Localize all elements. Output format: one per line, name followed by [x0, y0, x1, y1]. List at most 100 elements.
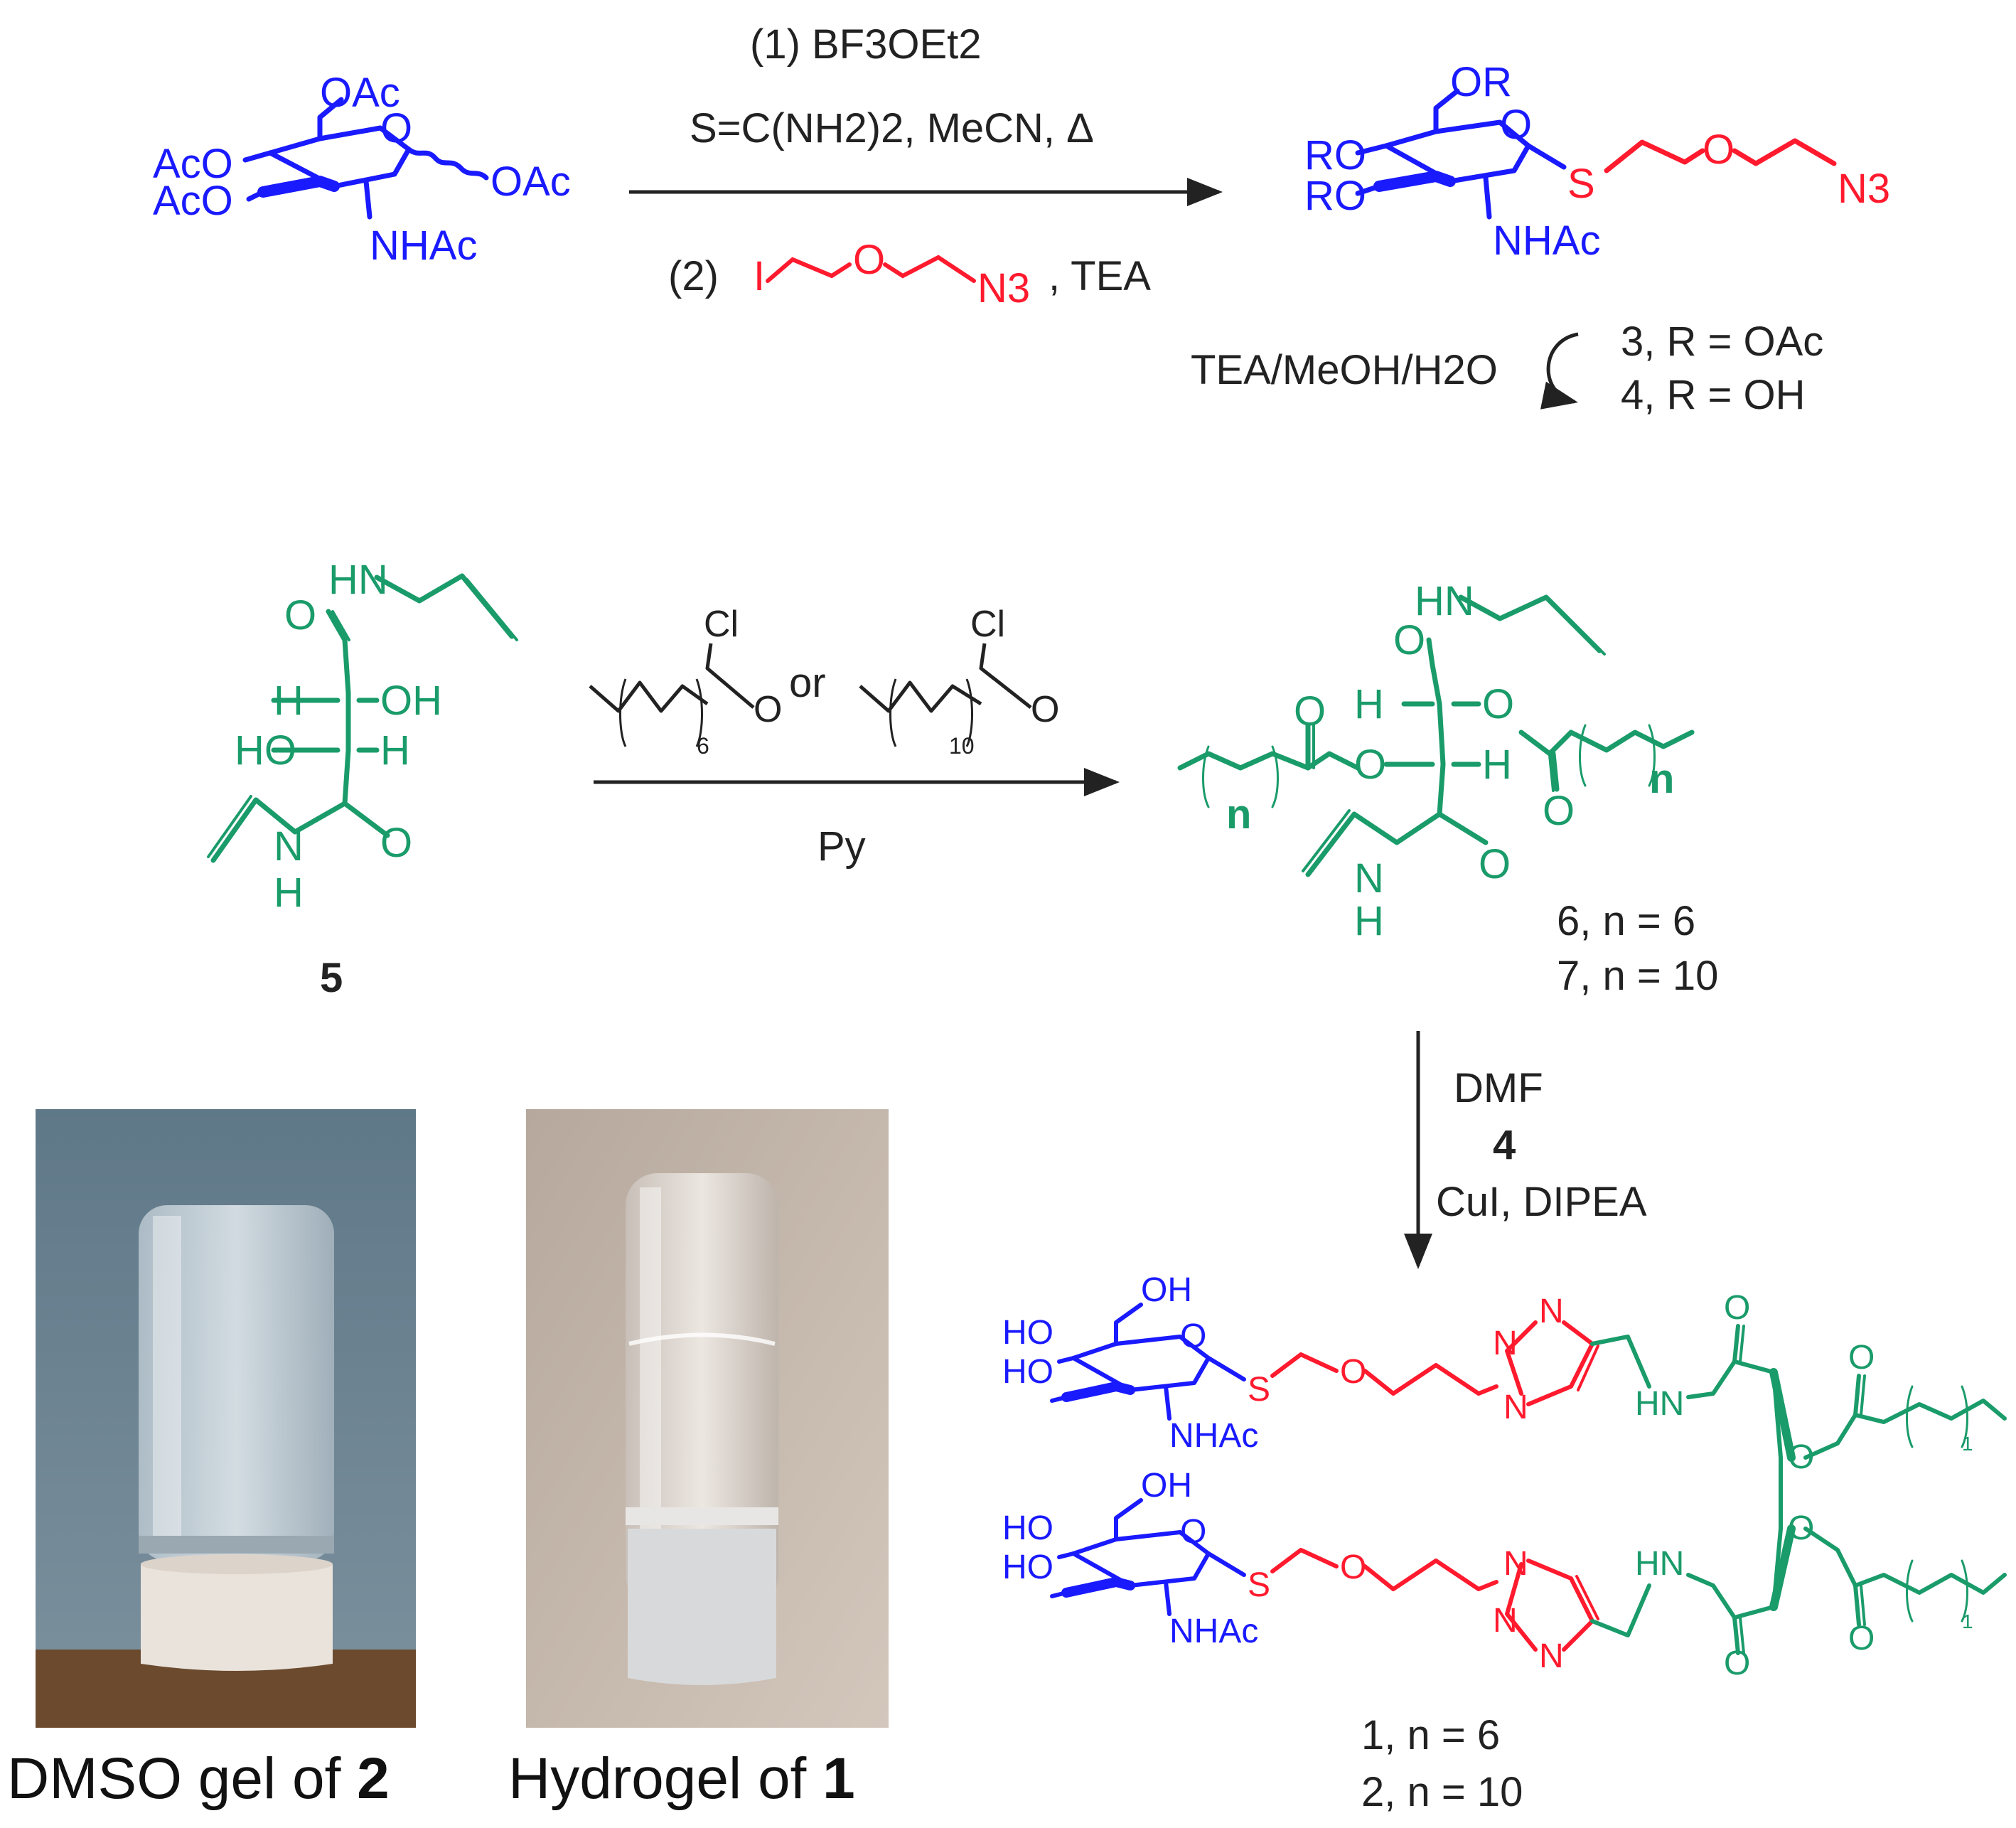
triazole-n-2b: N	[1493, 1602, 1518, 1640]
h1: H	[274, 678, 304, 724]
step4-conditions: DMF 4 CuI, DIPEA	[1436, 1065, 1647, 1225]
o-ester-2: O	[1788, 1509, 1814, 1547]
ring-oxygen: O	[1500, 102, 1532, 148]
sub-2: 1	[1962, 1610, 1973, 1632]
hn-1: HN	[1635, 1385, 1684, 1423]
aco-1: AcO	[153, 141, 233, 187]
compound-number: 2	[357, 1746, 390, 1811]
oh1: OH	[380, 678, 442, 724]
cl-2: Cl	[970, 604, 1005, 645]
o-carbonyl1: O	[1294, 688, 1326, 734]
label-compound-4: 4, R = OH	[1621, 372, 1805, 418]
triazole-n-1c: N	[1539, 1293, 1564, 1330]
triazole-n-1b: N	[1493, 1325, 1518, 1362]
o-ester2: O	[1354, 742, 1386, 788]
label-compound-5: 5	[320, 955, 343, 1001]
hydrogel-vial-icon	[526, 1109, 889, 1728]
triazole-n-2a: N	[1503, 1545, 1528, 1583]
o-amide-2: O	[1724, 1645, 1750, 1682]
iodo-azide-reagent: I O N3	[754, 237, 1030, 311]
caption-dmso-gel: DMSO gel of 2	[7, 1746, 390, 1811]
step1-line3-prefix: (2)	[668, 253, 719, 299]
o-amide: O	[1393, 617, 1425, 663]
final-numbering: 1, n = 6 2, n = 10	[1361, 1712, 1523, 1815]
sub-1: 1	[1962, 1433, 1973, 1455]
starting-sugar-peracetate	[242, 97, 489, 220]
azido-thioglycoside-product	[1355, 88, 1837, 220]
h-bottom: H	[1354, 898, 1384, 944]
label-compound-7: 7, n = 10	[1557, 953, 1718, 999]
ho-2a: HO	[1002, 1509, 1053, 1547]
ho-2b: HO	[1002, 1549, 1053, 1586]
o-2: O	[1340, 1549, 1366, 1586]
hn-2: HN	[1635, 1545, 1684, 1583]
ring-o-2: O	[1180, 1513, 1206, 1551]
o-amide2: O	[1479, 841, 1511, 887]
final-upper-arm	[1050, 1303, 2007, 1462]
iodide-n3: N3	[977, 265, 1030, 311]
o-bottom: O	[380, 820, 412, 866]
compound-67-structure	[1177, 594, 1695, 877]
o-top: O	[284, 592, 316, 638]
h2: H	[1482, 742, 1512, 788]
label-compound-6: 6, n = 6	[1557, 898, 1695, 944]
label-compound-1: 1, n = 6	[1361, 1712, 1500, 1758]
sulfur: S	[1567, 161, 1595, 207]
compound-67-numbering: 6, n = 6 7, n = 10	[1557, 898, 1718, 999]
iodide-o: O	[853, 237, 885, 283]
ring-oxygen: O	[380, 105, 412, 151]
nhac: NHAc	[1493, 218, 1600, 264]
acyl-chloride-reagents	[589, 643, 1032, 747]
final-lower-arm	[1050, 1455, 2007, 1655]
o-2: O	[1031, 689, 1059, 730]
h2: H	[380, 727, 410, 774]
step4-reactant: 4	[1493, 1122, 1516, 1168]
starting-sugar-labels: OAc AcO AcO O OAc NHAc	[153, 70, 571, 269]
nhac-1: NHAc	[1169, 1417, 1258, 1455]
compound-67-labels: HN O H O O O O H n n N H O	[1226, 578, 1674, 944]
compound-5-labels: HN O H OH HO H N H O	[235, 557, 442, 916]
final-upper-labels: OH HO HO O NHAc S O N N N HN O O O 1	[1002, 1271, 1973, 1476]
o-carbonyl-1: O	[1848, 1339, 1875, 1377]
aco-2: AcO	[153, 178, 233, 224]
step1-line3-suffix: , TEA	[1049, 253, 1151, 299]
n-bottom: N	[274, 823, 304, 870]
o-ester1: O	[1482, 681, 1514, 727]
photo-dmso-gel	[36, 1109, 416, 1728]
photo-hydrogel	[526, 1109, 889, 1728]
sub-2: 10	[949, 733, 975, 759]
ether-oxygen: O	[1703, 127, 1734, 173]
iodide-i: I	[754, 253, 765, 299]
n-right: n	[1649, 756, 1674, 802]
step2-conditions: TEA/MeOH/H2O 3, R = OAc 4, R = OH	[1191, 319, 1823, 418]
step4-catalyst: CuI, DIPEA	[1436, 1179, 1647, 1225]
ho-1b: HO	[1002, 1353, 1053, 1391]
or-word: or	[789, 660, 826, 706]
ho-1a: HO	[1002, 1314, 1053, 1352]
arrow-deprotection	[1540, 332, 1579, 410]
o-1: O	[1340, 1353, 1366, 1391]
step4-solvent: DMF	[1454, 1065, 1543, 1111]
final-lower-labels: OH HO HO O NHAc S O N N N HN O O O 1	[1002, 1467, 1973, 1682]
o-carbonyl-2: O	[1848, 1620, 1875, 1657]
ring-o-1: O	[1180, 1317, 1206, 1355]
s-2: S	[1248, 1566, 1270, 1604]
oh-1: OH	[1141, 1271, 1192, 1309]
dmso-gel-vial-icon	[36, 1109, 416, 1728]
o-ester-1: O	[1788, 1438, 1814, 1476]
caption-hydrogel: Hydrogel of 1	[508, 1746, 855, 1811]
o-1: O	[754, 689, 782, 730]
nhac: NHAc	[370, 223, 477, 269]
n-left: n	[1226, 791, 1251, 838]
triazole-n-1a: N	[1503, 1389, 1528, 1426]
compound-5-structure	[207, 573, 518, 863]
step2-reagents: TEA/MeOH/H2O	[1191, 347, 1498, 393]
triazole-n-2c: N	[1539, 1637, 1564, 1675]
hn: HN	[1415, 578, 1474, 624]
o-amide-1: O	[1724, 1289, 1750, 1327]
label-compound-2: 2, n = 10	[1361, 1769, 1523, 1815]
ro-1: RO	[1304, 132, 1366, 178]
azide: N3	[1838, 166, 1890, 212]
oac-top: OAc	[320, 70, 400, 116]
h-bottom: H	[274, 870, 304, 916]
